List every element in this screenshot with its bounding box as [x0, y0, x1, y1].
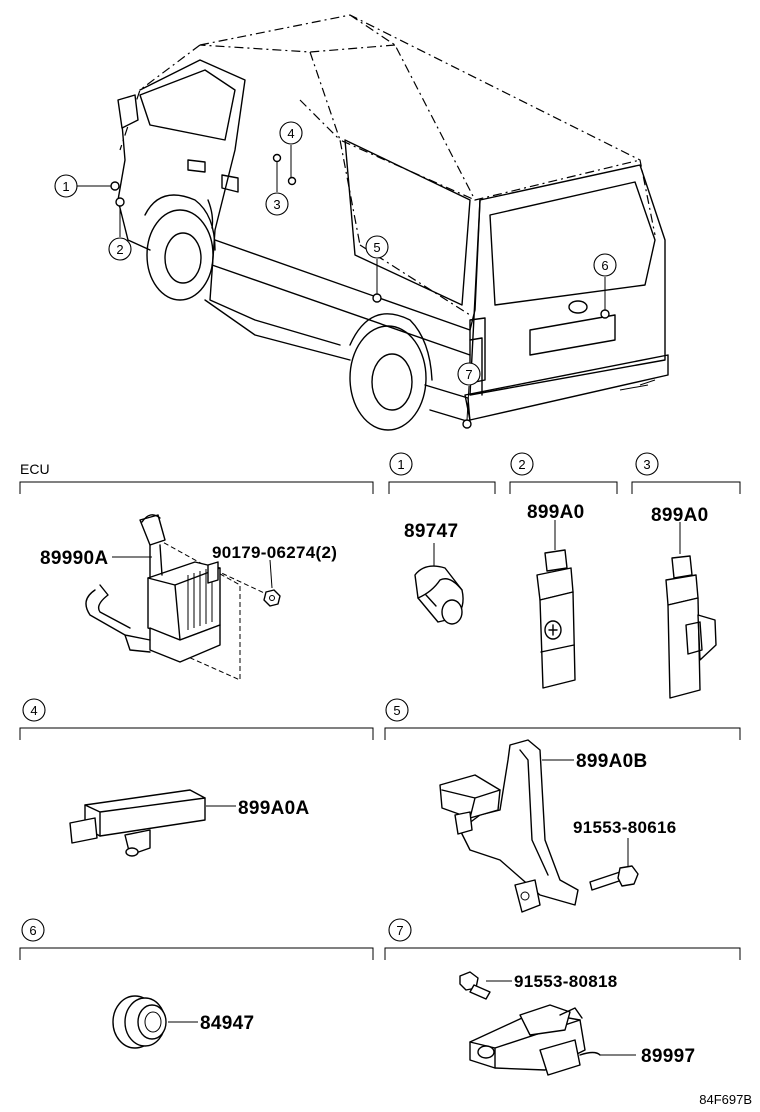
sensor-location-1: [110, 181, 120, 191]
svg-text:2: 2: [518, 457, 525, 472]
part-label-899A0-section-2: 899A0: [527, 502, 585, 523]
van-callout-7: 7: [457, 362, 481, 386]
van-callout-5: 5: [365, 235, 389, 259]
nut-icon: [263, 589, 281, 607]
part-label-89747: 89747: [404, 521, 458, 542]
section-2: 2 899A0: [509, 452, 618, 689]
van-illustration: [77, 14, 669, 431]
svg-text:4: 4: [287, 126, 294, 141]
svg-text:7: 7: [396, 923, 403, 938]
sensor-location-2: [115, 197, 125, 207]
part-label-89990A: 89990A: [40, 548, 108, 569]
sensor-location-7: [462, 419, 472, 429]
part-label-91553-80616: 91553-80616: [573, 818, 677, 837]
van-callout-1: 1: [54, 174, 78, 198]
sensor-location-3: [272, 153, 282, 163]
van-callout-2: 2: [108, 237, 132, 261]
ecu-title: ECU: [20, 461, 50, 477]
part-label-90179-06274: 90179-06274(2): [212, 543, 337, 562]
section-7: 7 91553-80818 89997: [384, 918, 741, 1076]
part-label-899A0B: 899A0B: [576, 751, 648, 772]
part-label-84947: 84947: [200, 1013, 254, 1034]
svg-text:1: 1: [62, 179, 69, 194]
svg-text:3: 3: [643, 457, 650, 472]
section-3: 3 899A0: [631, 452, 741, 699]
ecu-section: ECU 89990A 90179-06274(2): [19, 461, 374, 681]
section-4: 4 899A0A: [19, 698, 374, 857]
section-5: 5 899A0B 91553-80616: [384, 698, 741, 913]
bolt-icon: [617, 865, 639, 887]
sensor-location-6: [600, 309, 610, 319]
sensor-location-4: [287, 176, 297, 186]
part-label-899A0-section-3: 899A0: [651, 505, 709, 526]
van-callout-6: 6: [593, 253, 617, 277]
part-label-89997: 89997: [641, 1046, 695, 1067]
section-1: 1 89747: [388, 452, 496, 625]
svg-text:1: 1: [397, 457, 404, 472]
diagram-code: 84F697B: [699, 1092, 752, 1107]
svg-text:6: 6: [29, 923, 36, 938]
svg-text:7: 7: [465, 367, 472, 382]
svg-text:5: 5: [393, 703, 400, 718]
svg-text:3: 3: [273, 197, 280, 212]
svg-text:6: 6: [601, 258, 608, 273]
section-6: 6 84947: [19, 918, 374, 1049]
svg-text:2: 2: [116, 242, 123, 257]
part-label-91553-80818: 91553-80818: [514, 972, 618, 991]
part-label-899A0A: 899A0A: [238, 798, 310, 819]
van-callout-4: 4: [279, 121, 303, 145]
sensor-location-5: [372, 293, 382, 303]
van-callout-3: 3: [265, 192, 289, 216]
svg-text:5: 5: [373, 240, 380, 255]
svg-text:4: 4: [30, 703, 37, 718]
